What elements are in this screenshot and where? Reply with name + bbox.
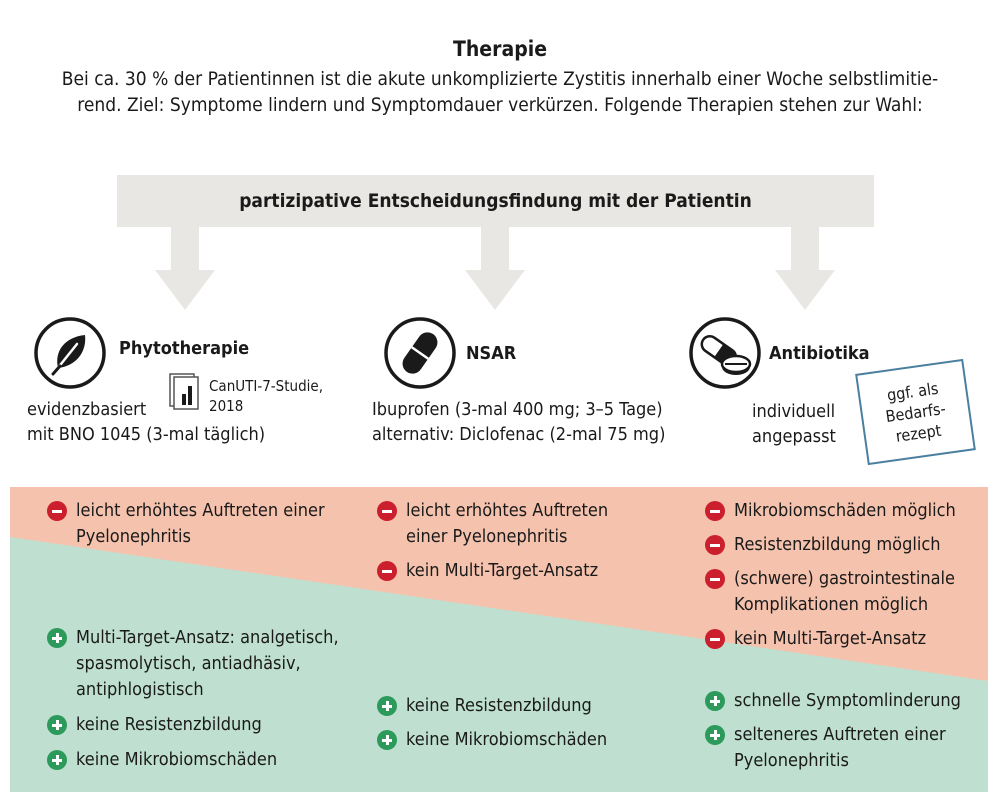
plus-icon [377, 730, 397, 750]
minus-icon [705, 569, 725, 589]
down-arrow-nsar [465, 227, 525, 310]
pro-item: keine Resistenzbildung [377, 693, 607, 719]
desc-line-2: mit BNO 1045 (3-mal täglich) [27, 424, 266, 445]
item-line: Multi-Target-Ansatz: analgetisch, [76, 627, 339, 648]
desc-antibiotika: individuell angepasst [752, 399, 836, 449]
pro-item: schnelle Symptomlinderung [705, 688, 961, 714]
plus-icon [47, 750, 67, 770]
desc-line-2: angepasst [752, 426, 836, 447]
desc-line-1: evidenzbasiert [27, 399, 147, 420]
item-line: leicht erhöhtes Auftreten [406, 500, 609, 521]
item-line: selteneres Auftreten einer [734, 724, 946, 745]
minus-icon [377, 501, 397, 521]
note-bedarfsrezept: ggf. als Bedarfs- rezept [855, 358, 976, 466]
contra-item: kein Multi-Target-Ansatz [705, 626, 956, 652]
pro-list-phytotherapie: Multi-Target-Ansatz: analgetisch, spasmol… [47, 625, 339, 773]
item-line: Resistenzbildung möglich [734, 534, 941, 555]
minus-icon [705, 501, 725, 521]
leaf-icon [34, 317, 106, 389]
desc-line-1: Ibuprofen (3-mal 400 mg; 3–5 Tage) [372, 399, 663, 420]
desc-line-2: alternativ: Diclofenac (2-mal 75 mg) [372, 424, 666, 445]
item-line: (schwere) gastrointestinale [734, 568, 955, 589]
intro-text: Bei ca. 30 % der Patientinnen ist die ak… [0, 66, 1000, 118]
contra-item: Mikrobiomschäden möglich [705, 498, 956, 524]
pills-icon [689, 317, 761, 389]
minus-icon [377, 561, 397, 581]
page-title: Therapie [452, 37, 548, 61]
item-line: schnelle Symptomlinderung [734, 690, 961, 711]
contra-item: Resistenzbildung möglich [705, 532, 956, 558]
pro-item: keine Mikrobiomschäden [377, 727, 607, 753]
item-line: kein Multi-Target-Ansatz [734, 628, 927, 649]
minus-icon [47, 501, 67, 521]
pro-item: keine Resistenzbildung [47, 712, 339, 738]
item-line: kein Multi-Target-Ansatz [406, 560, 599, 581]
study-reference: CanUTI-7-Studie, 2018 [209, 376, 323, 416]
minus-icon [705, 629, 725, 649]
plus-icon [377, 696, 397, 716]
capsule-icon [384, 317, 456, 389]
down-arrow-antibiotika [775, 227, 835, 310]
item-line: Pyelonephritis [76, 526, 191, 547]
desc-phytotherapie: evidenzbasiert mit BNO 1045 (3-mal tägli… [27, 397, 265, 447]
pro-item: keine Mikrobiomschäden [47, 747, 339, 773]
heading-antibiotika: Antibiotika [769, 343, 870, 364]
item-line: antiphlogistisch [76, 679, 204, 700]
study-line-2: 2018 [209, 397, 244, 415]
decision-bar [117, 175, 874, 227]
item-line: Mikrobiomschäden möglich [734, 500, 956, 521]
intro-line-1: Bei ca. 30 % der Patientinnen ist die ak… [61, 68, 939, 90]
pro-list-antibiotika: schnelle Symptomlinderung selteneres Auf… [705, 688, 961, 774]
item-line: einer Pyelonephritis [406, 526, 568, 547]
item-line: leicht erhöhtes Auftreten einer [76, 500, 325, 521]
heading-nsar: NSAR [466, 343, 517, 364]
pros-cons-background [10, 487, 988, 792]
contra-item: leicht erhöhtes Auftreten einer Pyeloneph… [377, 498, 608, 550]
item-line: Komplikationen möglich [734, 594, 929, 615]
item-line: keine Resistenzbildung [406, 695, 592, 716]
item-line: keine Mikrobiomschäden [406, 729, 608, 750]
item-line: spasmolytisch, antiadhäsiv, [76, 653, 301, 674]
plus-icon [47, 628, 67, 648]
down-arrow-phytotherapie [155, 227, 215, 310]
item-line: keine Mikrobiomschäden [76, 749, 278, 770]
pro-area [10, 537, 988, 792]
pro-list-nsar: keine Resistenzbildung keine Mikrobiomsc… [377, 693, 607, 753]
pro-item: Multi-Target-Ansatz: analgetisch, spasmol… [47, 625, 339, 703]
contra-list-antibiotika: Mikrobiomschäden möglich Resistenzbildun… [705, 498, 956, 652]
desc-nsar: Ibuprofen (3-mal 400 mg; 3–5 Tage) alter… [372, 397, 665, 447]
item-line: keine Resistenzbildung [76, 714, 262, 735]
study-document-icon [169, 373, 199, 410]
contra-list-nsar: leicht erhöhtes Auftreten einer Pyeloneph… [377, 498, 608, 584]
intro-line-2: rend. Ziel: Symptome lindern und Symptom… [77, 94, 923, 116]
plus-icon [705, 691, 725, 711]
decision-bar-label: partizipative Entscheidungsfindung mit d… [239, 190, 752, 212]
item-line: Pyelonephritis [734, 750, 849, 771]
contra-item: kein Multi-Target-Ansatz [377, 558, 608, 584]
plus-icon [47, 715, 67, 735]
desc-line-1: individuell [752, 401, 836, 422]
study-line-1: CanUTI-7-Studie, [209, 377, 323, 395]
plus-icon [705, 725, 725, 745]
heading-phytotherapie: Phytotherapie [119, 338, 250, 359]
minus-icon [705, 535, 725, 555]
